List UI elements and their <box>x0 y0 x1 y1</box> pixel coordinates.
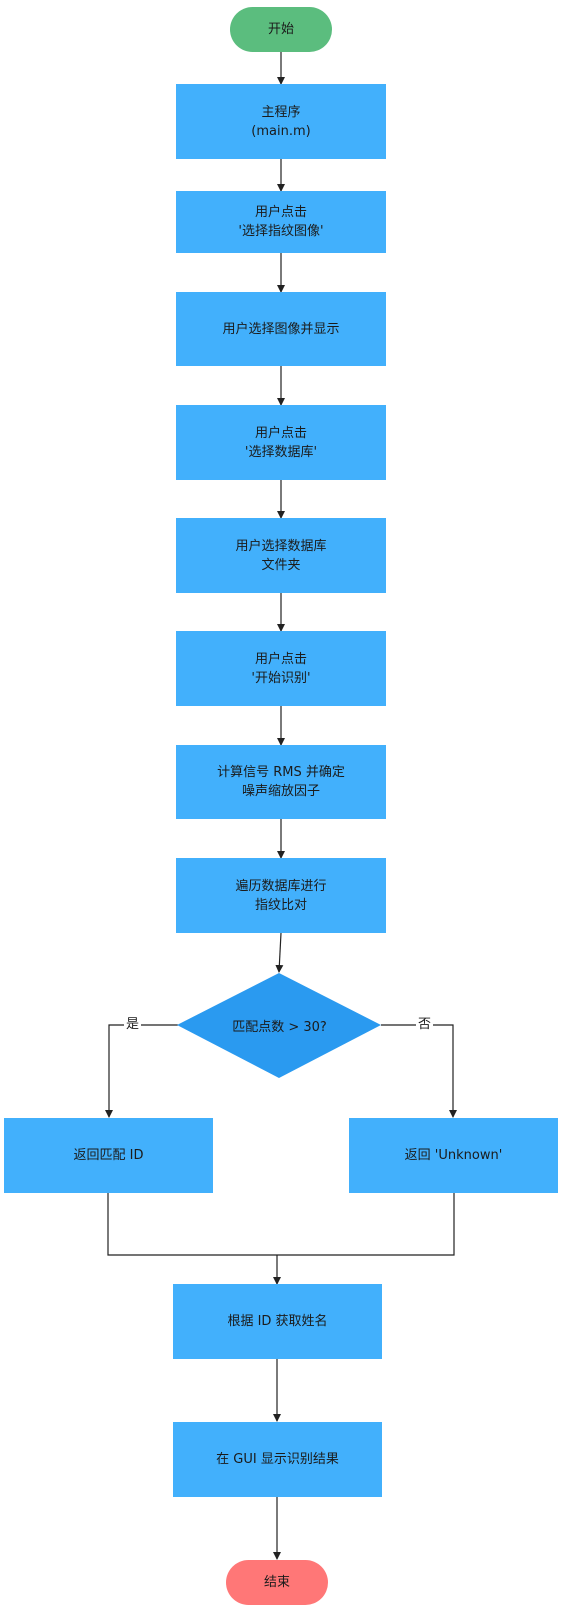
process-show-result-gui: 在 GUI 显示识别结果 <box>173 1422 382 1497</box>
process-compute-rms: 计算信号 RMS 并确定 噪声缩放因子 <box>176 745 386 819</box>
start-node: 开始 <box>230 7 332 52</box>
edge-label-yes: 是 <box>124 1017 142 1033</box>
process-return-match-id: 返回匹配 ID <box>4 1118 213 1193</box>
process-traverse-database: 遍历数据库进行 指纹比对 <box>176 858 386 933</box>
process-click-select-database: 用户点击 '选择数据库' <box>176 405 386 480</box>
process-main-program: 主程序 (main.m) <box>176 84 386 159</box>
process-select-database-folder: 用户选择数据库 文件夹 <box>176 518 386 593</box>
end-node: 结束 <box>226 1560 328 1605</box>
edge-decision-no <box>381 1024 457 1118</box>
decision-label: 匹配点数 > 30? <box>232 1019 327 1035</box>
edge-return-unknown-merge <box>277 1193 455 1256</box>
process-click-start-recognition: 用户点击 '开始识别' <box>176 631 386 706</box>
edge-label-no: 否 <box>416 1017 434 1033</box>
decision-diamond <box>177 973 381 1078</box>
process-select-image-display: 用户选择图像并显示 <box>176 292 386 366</box>
edge-decision-yes <box>105 1024 178 1118</box>
process-return-unknown: 返回 'Unknown' <box>349 1118 558 1193</box>
process-click-select-image: 用户点击 '选择指纹图像' <box>176 191 386 253</box>
edge-traverse-decision <box>275 932 284 973</box>
process-get-name-by-id: 根据 ID 获取姓名 <box>173 1284 382 1359</box>
edge-return-id-merge <box>107 1193 277 1256</box>
